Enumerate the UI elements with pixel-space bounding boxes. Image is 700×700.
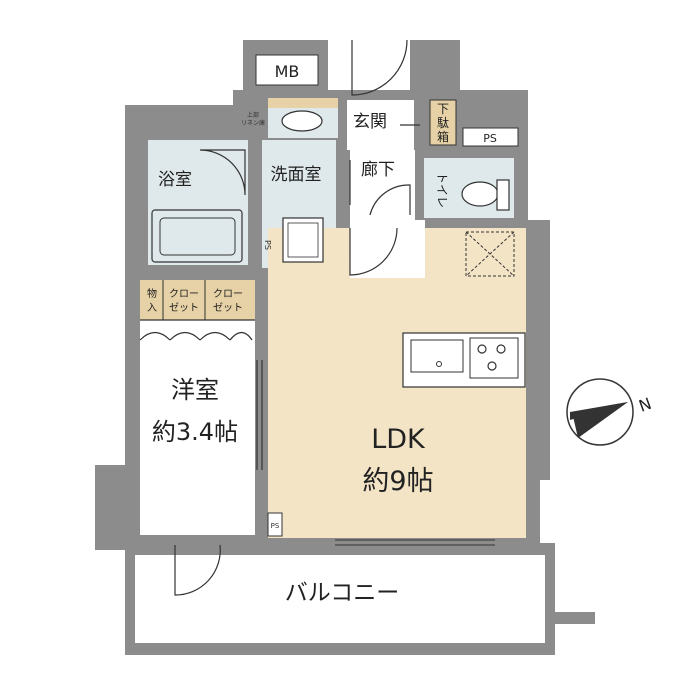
closet-label-1a: クロー [169, 288, 199, 300]
closet-doors [139, 319, 255, 341]
western-room-label: 洋室 [171, 376, 219, 404]
ldk-size: 約9帖 [362, 466, 433, 497]
getabako-label-1: 下 [437, 102, 449, 116]
storage-label-2: 入 [147, 303, 157, 314]
getabako-label-3: 箱 [437, 129, 449, 144]
washbasin [281, 110, 323, 132]
getabako-shoe-cabinet [429, 99, 457, 146]
washroom-label: 洗面室 [271, 165, 322, 185]
closet-label-2a: クロー [213, 288, 243, 300]
balcony-label: バルコニー [285, 580, 400, 606]
bathroom-label: 浴室 [158, 170, 192, 190]
getabako-label-2: 駄 [437, 115, 449, 130]
ps-mid-label: PS [263, 240, 272, 250]
toilet-bowl [461, 181, 499, 207]
fridge-space [465, 231, 515, 277]
kitchen-sink [410, 339, 464, 373]
linen-label-2: リネン庫 [241, 119, 265, 127]
washing-machine-pan [282, 217, 324, 263]
linen-label-1: 上部 [247, 111, 259, 119]
ps-bottom-label: PS [271, 522, 280, 530]
door-swings [174, 39, 420, 596]
compass: N [566, 378, 654, 446]
western-room-size: 約3.4帖 [152, 418, 238, 446]
toilet-label: トイレ [435, 172, 449, 208]
mb-label: MB [275, 62, 300, 81]
bathtub [151, 209, 243, 263]
closet-label-1b: ゼット [169, 302, 199, 314]
corridor-label: 廊下 [361, 160, 395, 180]
cooktop [469, 337, 519, 379]
storage-label-1: 物 [147, 287, 157, 300]
entrance-label: 玄関 [353, 112, 387, 132]
ldk-label: LDK [371, 424, 426, 455]
ldk-window [335, 539, 495, 546]
closet-label-2b: ゼット [213, 302, 243, 314]
ps-top-label: PS [483, 132, 497, 145]
compass-north-label: N [636, 394, 654, 416]
